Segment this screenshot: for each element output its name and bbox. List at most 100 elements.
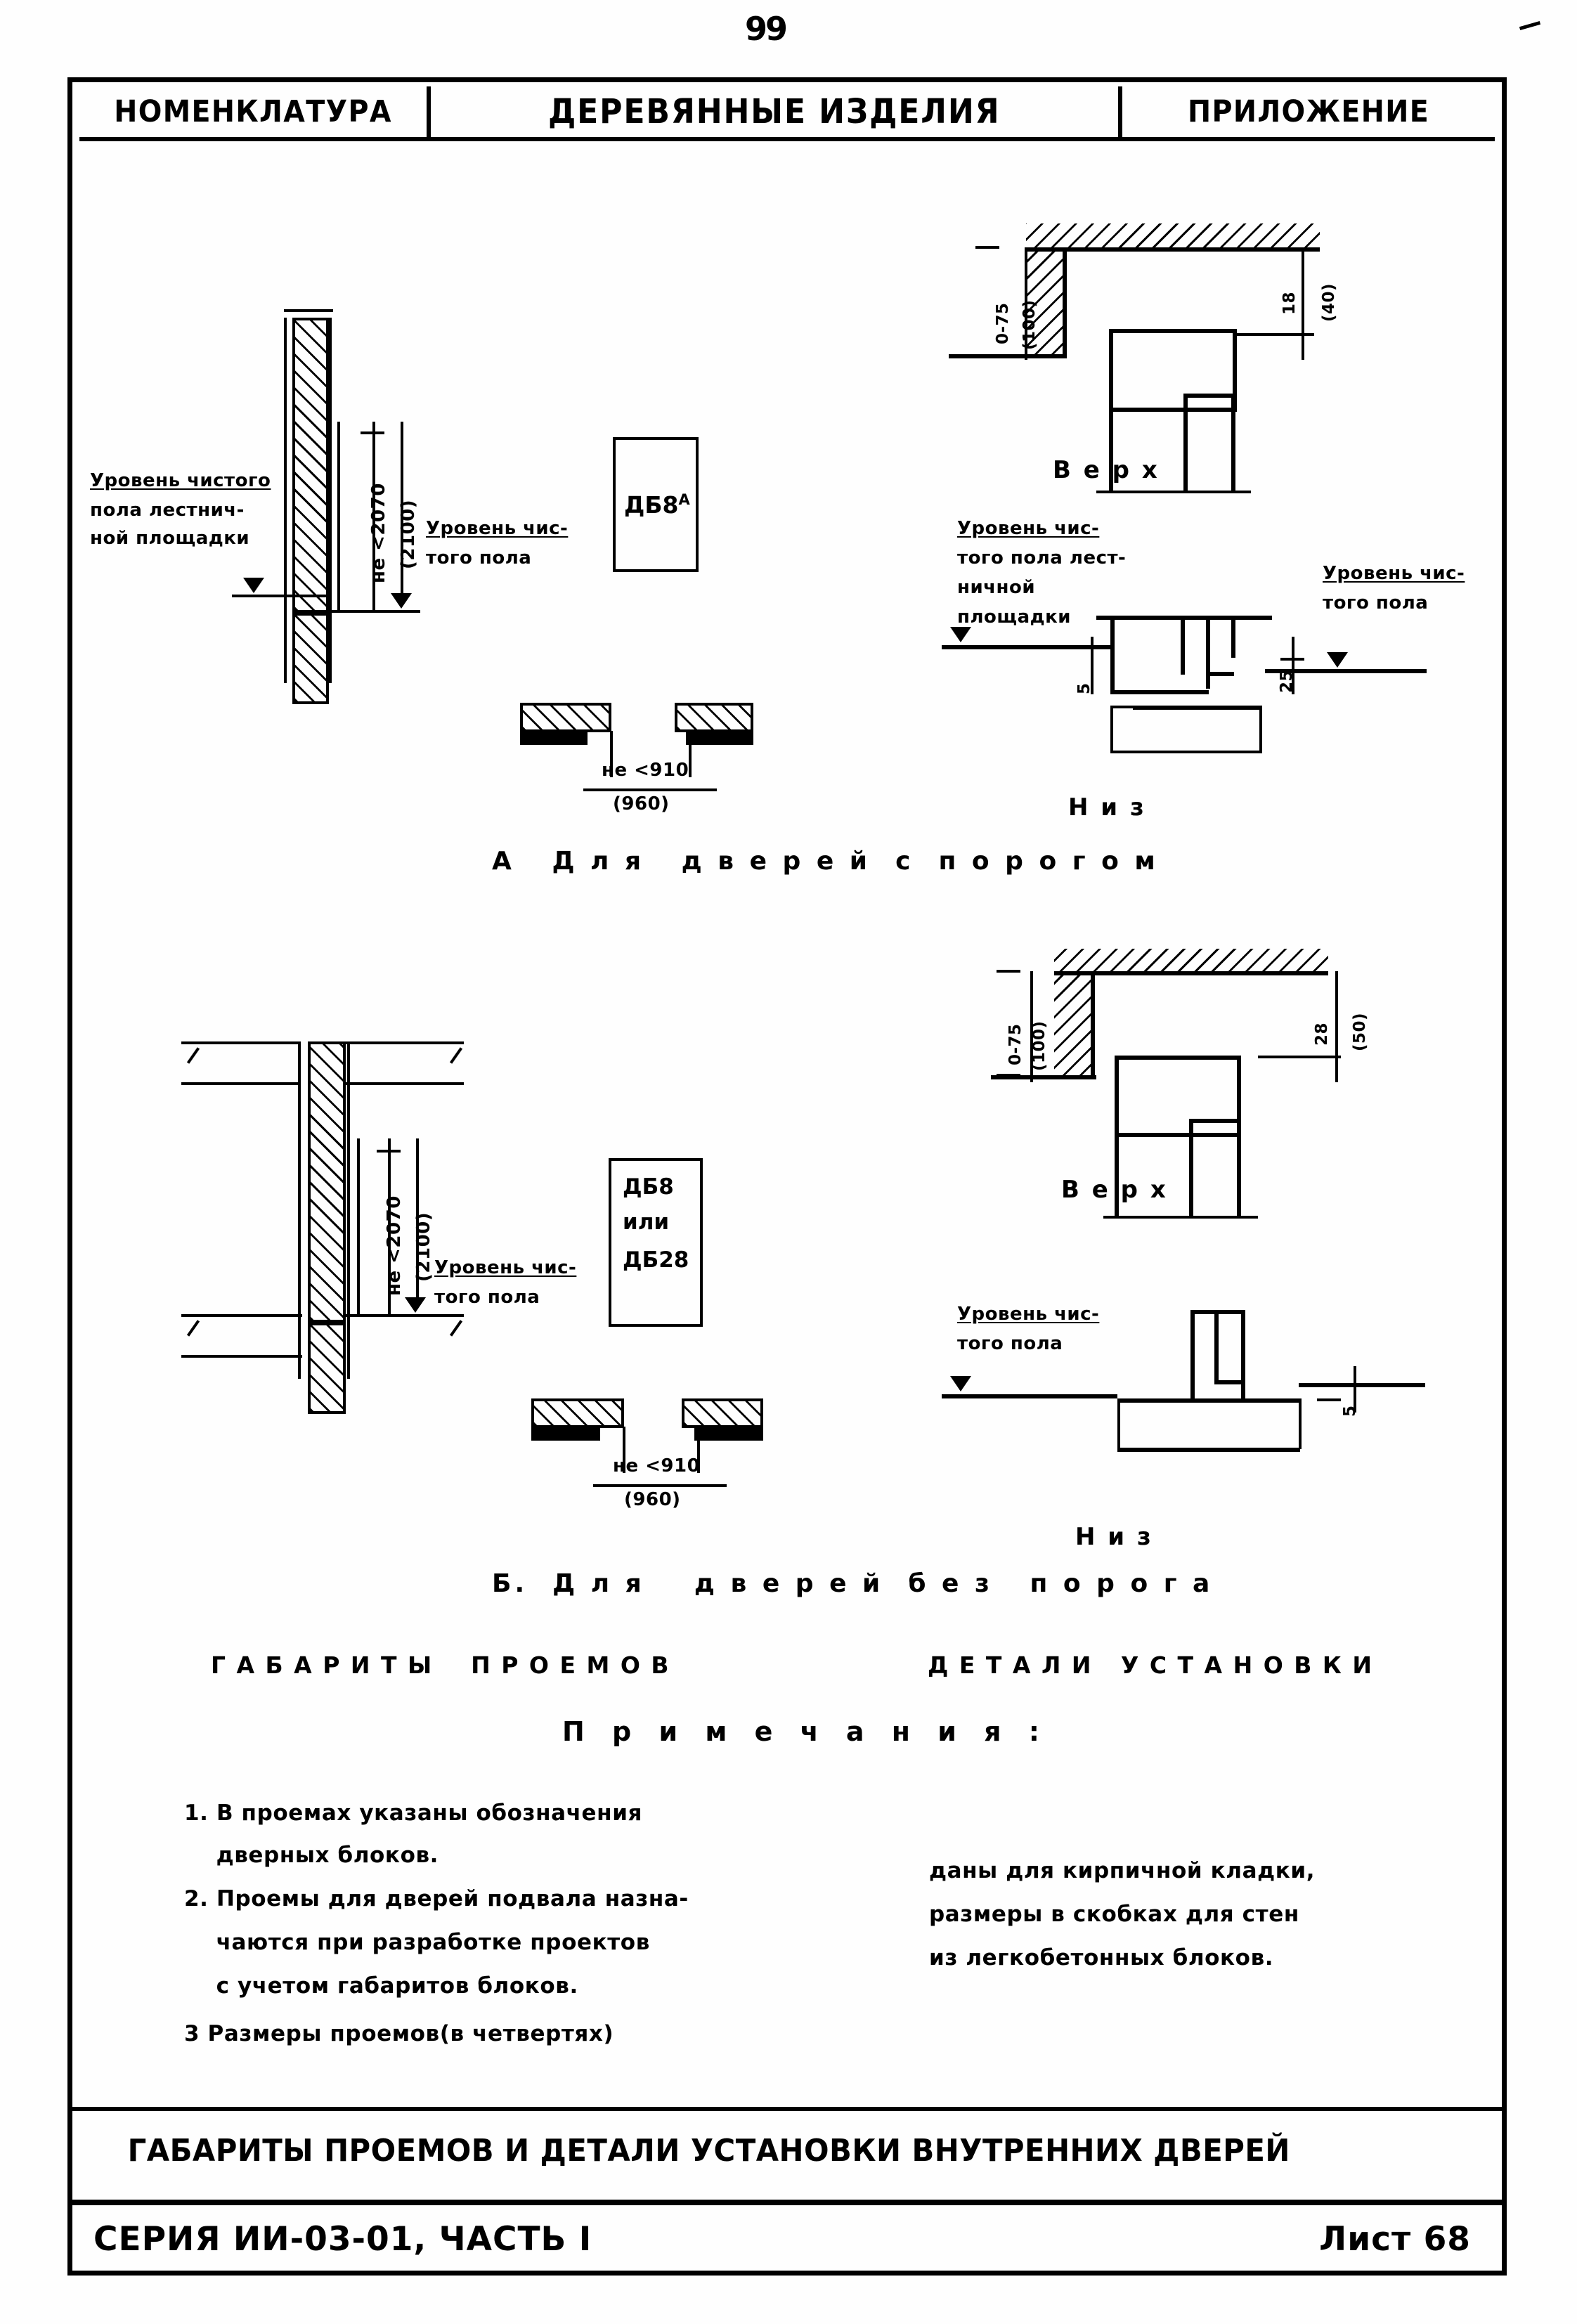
detail-b-top-dimline-l	[1030, 971, 1033, 1082]
detail-b-bot-floorplate-top	[1117, 1398, 1300, 1403]
note-left-4: с учетом габаритов блоков.	[184, 1973, 578, 1999]
dim-line-a-width	[583, 788, 717, 791]
plinth-section-b	[308, 1323, 346, 1414]
level-marker-a-floor	[391, 593, 412, 609]
wall-section-a	[292, 318, 329, 613]
detail-a-top-slab	[1026, 223, 1320, 252]
detail-b-bot-floorline	[942, 1394, 1117, 1398]
dim-line-a-height	[372, 422, 375, 611]
dim-tick-b-height	[377, 1150, 401, 1153]
plan-jamb-a-right-fill	[677, 706, 751, 729]
door-block-label-a-sup: А	[678, 491, 690, 508]
dim-ext-a-width-right	[689, 731, 692, 777]
door-block-label-box-b	[609, 1158, 703, 1327]
drawing-frame	[67, 77, 1507, 2276]
detail-a-bot-note-stair-l2: того пола лест-	[957, 547, 1127, 569]
detail-b-top-wallface	[1091, 971, 1095, 1079]
plan-jamb-a-left-fill	[523, 706, 609, 729]
detail-a-bot-note-floor-l2: того пола	[1323, 592, 1429, 614]
detail-a-top-jamb	[1026, 252, 1067, 358]
corner-tick-mark	[1519, 20, 1541, 31]
detail-a-top-wallface	[1063, 247, 1067, 358]
dim-line-b-width	[593, 1484, 727, 1487]
dim-ext-b-height	[416, 1138, 419, 1300]
detail-a-top-soffit	[1026, 247, 1320, 252]
plan-jamb-b-left-base	[531, 1428, 600, 1441]
detail-a-bot-level-floor	[1327, 652, 1348, 668]
detail-b-bot-caption: Н и з	[1075, 1523, 1153, 1551]
level-note-a-floor-l2: того пола	[426, 547, 532, 569]
detail-b-top-soffit	[1054, 971, 1328, 975]
detail-a-top-base	[1096, 491, 1251, 493]
sheet-footer-bar: СЕРИЯ ИИ-03-01, ЧАСТЬ I Лист 68	[72, 2200, 1502, 2273]
detail-b-top-leaf-cap	[1189, 1119, 1240, 1123]
plan-jamb-a-left-base	[520, 732, 588, 745]
detail-b-bot-note-floor-l1: Уровень чис-	[957, 1304, 1100, 1325]
detail-a-top-dimtick-l2	[975, 354, 999, 357]
plan-jamb-a-left	[520, 703, 611, 732]
floor-line-a-floor	[329, 610, 420, 613]
plan-jamb-b-left-fill	[534, 1401, 621, 1425]
slab-b-upper-1	[181, 1041, 301, 1044]
detail-a-bot-frame-left	[1110, 616, 1115, 693]
door-block-label-b-l3: ДБ28	[623, 1247, 689, 1273]
detail-a-bot-dimline-left	[1091, 637, 1093, 694]
detail-a-bot-caption: Н и з	[1068, 793, 1146, 822]
detail-b-top-caption: В е р х	[1061, 1176, 1168, 1204]
detail-b-top-dim-right-alt: (50)	[1351, 1012, 1369, 1051]
detail-b-bot-floorplate-left	[1117, 1398, 1120, 1449]
slab-b-upper-2	[181, 1082, 301, 1085]
level-marker-a-stair	[243, 578, 264, 593]
detail-b-top-dimline-r	[1335, 971, 1338, 1082]
dim-label-b-height: не <2070	[384, 1195, 405, 1296]
note-left-3: чаются при разработке проектов	[184, 1930, 650, 1955]
dim-label-a-height: не <2070	[368, 483, 389, 583]
detail-a-bot-step1	[1206, 672, 1234, 676]
slab-b-upper-4	[346, 1082, 464, 1085]
detail-a-bot-note-stair-l1: Уровень чис-	[957, 518, 1100, 539]
door-block-label-a: ДБ8А	[624, 491, 690, 519]
dim-ext-a-height	[401, 422, 403, 597]
dim-label-b-width: не <910	[613, 1455, 701, 1476]
detail-b-bot-dim-right: 5	[1341, 1405, 1359, 1417]
header-label-title: ДЕРЕВЯННЫЕ ИЗДЕЛИЯ	[548, 92, 1001, 131]
wall-line-a-left	[284, 318, 287, 683]
detail-a-bot-note-stair-l3: ничной	[957, 577, 1036, 598]
column-heading-right: Д Е Т А Л И У С Т А Н О В К И	[928, 1651, 1373, 1679]
wall-section-b	[308, 1041, 346, 1323]
detail-a-top-dim-right-alt: (40)	[1320, 283, 1338, 322]
detail-a-top-leaf-cap	[1183, 394, 1234, 398]
detail-b-bot-level-floor	[950, 1376, 971, 1391]
jamb-line-a-1	[329, 318, 332, 683]
dim-line-b-height	[388, 1138, 391, 1314]
dim-label-a-width-alt: (960)	[613, 793, 670, 814]
section-a-caption: А Д л я д в е р е й с п о р о г о м	[492, 847, 1159, 876]
level-note-a-stair-l2: пола лестнич-	[90, 500, 245, 521]
detail-a-bot-frame-mid	[1181, 616, 1185, 675]
detail-a-bot-step2	[1110, 690, 1209, 694]
dim-tick-a-height-top	[361, 431, 384, 434]
detail-a-top-dimline-l	[1025, 247, 1027, 360]
slab-b-upper-3	[346, 1041, 464, 1044]
dim-ext-a-width-left	[610, 731, 613, 777]
header-label-appendix: ПРИЛОЖЕНИЕ	[1187, 94, 1430, 129]
jamb-line-a-2	[337, 422, 340, 610]
detail-b-bot-dimtick	[1317, 1398, 1341, 1401]
level-note-b-floor-l2: того пола	[434, 1287, 540, 1308]
detail-a-top-dim-left-alt: (100)	[1020, 299, 1039, 350]
level-note-a-stair-l3: ной площадки	[90, 528, 250, 549]
detail-b-bot-frame-mid	[1214, 1310, 1219, 1383]
detail-b-bot-floorplate-bot	[1117, 1448, 1300, 1452]
note-left-0: 1. В проемах указаны обозначения	[184, 1800, 643, 1826]
detail-b-bot-dimline-right	[1354, 1366, 1356, 1413]
detail-b-bot-inner-cap	[1214, 1380, 1244, 1384]
detail-b-top-jamb	[1054, 975, 1095, 1079]
dim-label-b-height-alt: (2100)	[413, 1212, 434, 1282]
detail-b-top-frame-step	[1115, 1133, 1190, 1137]
detail-a-top-leaf-inner	[1183, 394, 1188, 492]
note-left-1: дверных блоков.	[184, 1843, 439, 1868]
dim-label-b-width-alt: (960)	[624, 1489, 681, 1510]
floor-line-a-stair	[232, 595, 330, 597]
detail-b-top-dim-left-alt: (100)	[1030, 1020, 1049, 1071]
